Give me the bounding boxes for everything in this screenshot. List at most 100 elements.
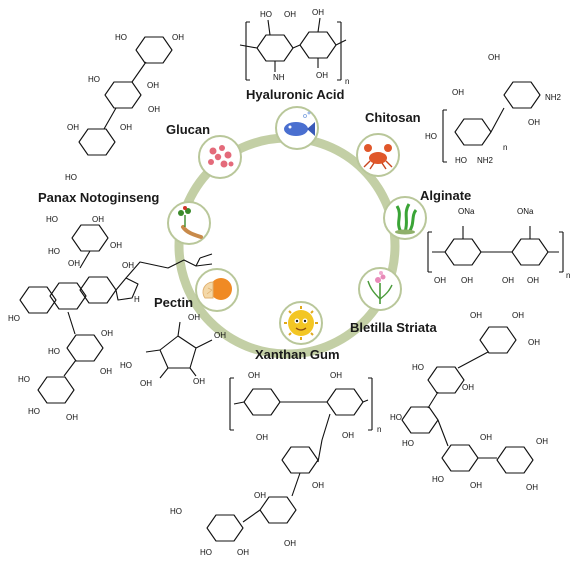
atom-oh: OH: [470, 311, 482, 320]
atom-nh2: NH2: [545, 93, 562, 102]
atom-oh: OH: [188, 313, 200, 322]
atom-ho: HO: [48, 247, 60, 256]
citrus-icon: [202, 278, 232, 300]
atom-oh: OH: [140, 379, 152, 388]
label-glucan: Glucan: [166, 122, 211, 137]
atom-ho: HO: [402, 439, 414, 448]
atom-ho: HO: [412, 363, 424, 372]
atom-h: H: [134, 295, 140, 304]
atom-oh: OH: [256, 433, 268, 442]
atom-oh: OH: [284, 539, 296, 548]
node-panax-notoginseng: [167, 201, 211, 245]
atom-nh2: NH2: [477, 156, 494, 165]
atom-oh: OH: [254, 491, 266, 500]
atom-n: n: [377, 425, 381, 434]
atom-oh: OH: [67, 123, 79, 132]
atom-oh: OH: [536, 437, 548, 446]
structure-pectin: HO OH OH OH OH: [120, 313, 226, 388]
atom-oh: OH: [214, 331, 226, 340]
atom-ho: HO: [18, 375, 30, 384]
node-chitosan: [356, 133, 400, 177]
atom-ho: HO: [120, 361, 132, 370]
atom-oh: OH: [100, 367, 112, 376]
structure-alginate: ONa ONa OH OH OH OH n: [427, 207, 570, 285]
node-pectin: [195, 268, 239, 312]
atom-oh: OH: [248, 371, 260, 380]
atom-oh: OH: [434, 276, 446, 285]
atom-ho: HO: [8, 314, 20, 323]
atom-oh: OH: [237, 548, 249, 557]
atom-oh: OH: [502, 276, 514, 285]
atom-n: n: [503, 143, 507, 152]
atom-ho: HO: [425, 132, 437, 141]
atom-oh: OH: [527, 276, 539, 285]
atom-ho: HO: [170, 507, 182, 516]
ginseng-root-icon: [178, 206, 203, 239]
atom-ho: HO: [260, 10, 272, 19]
atom-oh: OH: [330, 371, 342, 380]
structure-bletilla-striata: OH OH OH HO OH HO HO OH HO OH OH OH: [390, 311, 548, 492]
atom-oh: OH: [122, 261, 134, 270]
structure-glucan: HO OH HO OH OH OH OH HO: [65, 33, 184, 182]
structure-hyaluronic-acid: HO OH OH NH OH n: [239, 8, 349, 86]
node-bletilla-striata: [358, 267, 402, 311]
atom-ho: HO: [115, 33, 127, 42]
sun-icon: [284, 306, 318, 340]
atom-oh: OH: [470, 481, 482, 490]
atom-oh: OH: [110, 241, 122, 250]
atom-oh: OH: [101, 329, 113, 338]
structure-xanthan-gum: OH OH OH OH n OH OH OH HO HO OH: [170, 371, 381, 557]
atom-oh: OH: [148, 105, 160, 114]
atom-ho: HO: [46, 215, 58, 224]
atom-n: n: [566, 271, 570, 280]
atom-oh: OH: [342, 431, 354, 440]
atom-oh: OH: [147, 81, 159, 90]
atom-oh: OH: [528, 118, 540, 127]
label-pectin: Pectin: [154, 295, 194, 310]
fish-icon: [284, 111, 315, 136]
atom-oh: OH: [512, 311, 524, 320]
label-alginate: Alginate: [420, 188, 472, 203]
node-hyaluronic-acid: [275, 106, 319, 150]
atom-ho: HO: [455, 156, 467, 165]
atom-oh: OH: [312, 481, 324, 490]
label-xanthan-gum: Xanthan Gum: [255, 347, 340, 362]
atom-oh: OH: [68, 259, 80, 268]
atom-oh: OH: [312, 8, 324, 17]
atom-oh: OH: [452, 88, 464, 97]
atom-oh: OH: [193, 377, 205, 386]
atom-ho: HO: [48, 347, 60, 356]
structure-chitosan: OH HO HO NH2 OH NH2 OH n: [425, 53, 562, 165]
atom-ho: HO: [390, 413, 402, 422]
atom-oh: OH: [461, 276, 473, 285]
label-hyaluronic-acid: Hyaluronic Acid: [246, 87, 345, 102]
atom-oh: OH: [92, 215, 104, 224]
atom-oh: OH: [120, 123, 132, 132]
node-xanthan-gum: [279, 301, 323, 345]
berries-icon: [208, 145, 234, 168]
atom-ona: ONa: [517, 207, 534, 216]
atom-ho: HO: [65, 173, 77, 182]
atom-oh: OH: [488, 53, 500, 62]
atom-nh: NH: [273, 73, 285, 82]
structure-panax-notoginseng: HO OH HO OH OH OH H HO OH HO OH HO HO OH: [8, 215, 213, 422]
atom-oh: OH: [462, 383, 474, 392]
label-panax-notoginseng: Panax Notoginseng: [38, 190, 160, 205]
atom-oh: OH: [528, 338, 540, 347]
seaweed-icon: [395, 203, 418, 235]
atom-ho: HO: [200, 548, 212, 557]
atom-oh: OH: [172, 33, 184, 42]
label-chitosan: Chitosan: [365, 110, 421, 125]
node-alginate: [383, 196, 427, 240]
atom-oh: OH: [66, 413, 78, 422]
label-bletilla-striata: Bletilla Striata: [350, 320, 437, 335]
atom-oh: OH: [526, 483, 538, 492]
orchid-icon: [367, 271, 393, 304]
atom-ho: HO: [432, 475, 444, 484]
atom-oh: OH: [316, 71, 328, 80]
atom-ona: ONa: [458, 207, 475, 216]
atom-n: n: [345, 77, 349, 86]
crab-icon: [363, 144, 393, 170]
